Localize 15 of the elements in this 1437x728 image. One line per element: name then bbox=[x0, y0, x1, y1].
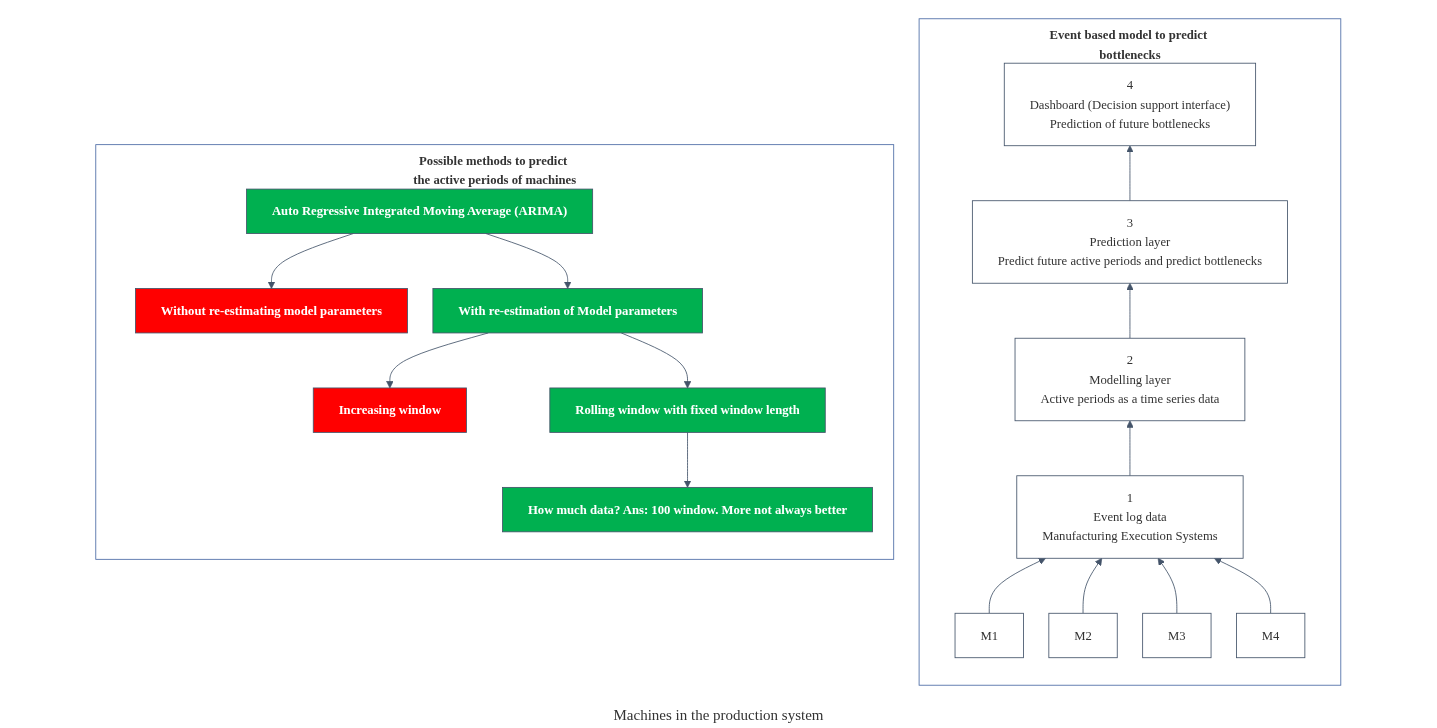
node-box: M3 bbox=[1142, 612, 1212, 658]
node-box: With re-estimation of Model parameters bbox=[432, 287, 704, 333]
node-box: Increasing window bbox=[313, 387, 468, 433]
node-box: M4 bbox=[1236, 612, 1306, 658]
node-box: Without re-estimating model parameters bbox=[135, 287, 409, 333]
node-box: M2 bbox=[1048, 612, 1118, 658]
node-box: Rolling window with fixed window length bbox=[549, 387, 826, 433]
node-box: 3 Prediction layer Predict future active periods and predict bottlenecks bbox=[972, 199, 1289, 284]
node-box: How much data? Ans: 100 window. More not always better bbox=[502, 486, 874, 532]
node-box: 2 Modelling layer Active periods as a time series data bbox=[1014, 337, 1246, 421]
node-box: Auto Regressive Integrated Moving Average (ARIMA) bbox=[246, 188, 594, 234]
node-box: M1 bbox=[954, 612, 1025, 658]
node-box: 4 Dashboard (Decision support interface) Prediction of future bottlenecks bbox=[1004, 62, 1257, 146]
note-text: Machines in the production system bbox=[613, 707, 824, 724]
node-box: 1 Event log data Manufacturing Execution Systems bbox=[1016, 474, 1244, 559]
